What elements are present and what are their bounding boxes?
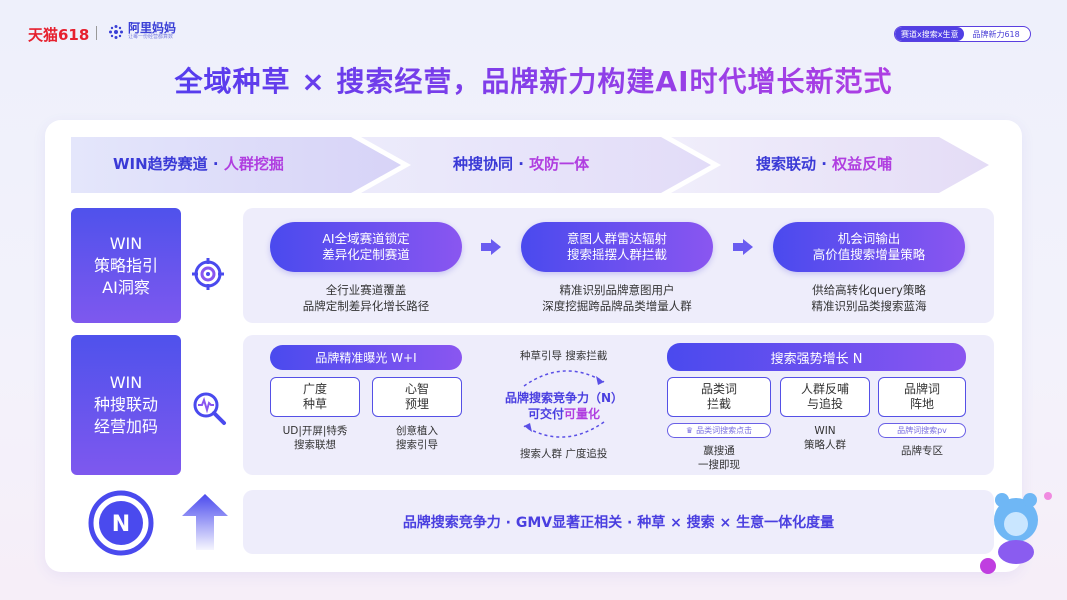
stage-chevrons: [71, 137, 989, 193]
category-word-sub: 赢搜通一搜即现: [698, 445, 740, 471]
breadth-seeding-box: 广度种草: [270, 377, 360, 417]
arrow-right-icon: [733, 239, 753, 255]
top-bar: 天猫618 阿里妈妈 让每一份经营都算数 赛道x搜索x生意 品牌新力618: [0, 0, 1067, 60]
crown-icon: ♛: [685, 426, 694, 435]
alimama-logo: 阿里妈妈 让每一份经营都算数: [108, 22, 176, 41]
tmall-618-logo: 天猫618: [28, 26, 90, 44]
crowd-feedback-box: 人群反哺与追投: [780, 377, 870, 417]
search-pulse-icon: [193, 392, 226, 425]
alimama-name: 阿里妈妈: [128, 21, 177, 35]
stage-3-prefix: 搜索联动 ·: [756, 155, 833, 173]
breadth-seeding-sub: UD|开屏|特秀搜索联想: [282, 425, 348, 451]
stage-2-prefix: 种搜协同 ·: [453, 155, 530, 173]
step-2-desc: 精准识别品牌意图用户深度挖掘跨品牌品类增量人群: [542, 283, 692, 313]
center-bottom-label: 搜索人群 广度追投: [520, 448, 608, 460]
step-2-pill: 意图人群雷达辐射搜索摇摆人群拦截: [521, 222, 713, 272]
alimama-slogan: 让每一份经营都算数: [128, 34, 174, 40]
center-main-label: 品牌搜索竞争力（N）: [504, 391, 624, 405]
n-badge: N: [88, 490, 154, 556]
target-icon: [192, 258, 224, 290]
step-3-desc: 供给高转化query策略精准识别品类搜索蓝海: [811, 283, 927, 313]
growth-arrow-icon: [182, 494, 228, 550]
alimama-mark-icon: [109, 24, 123, 39]
stage-1-highlight: 人群挖掘: [223, 155, 284, 173]
search-growth-header: 搜索强势增长 N: [667, 343, 966, 371]
step-3-pill: 机会词输出高价值搜索增量策略: [773, 222, 965, 272]
mascot-icon: [980, 492, 1052, 574]
header-tags: 赛道x搜索x生意 品牌新力618: [894, 26, 1031, 42]
stage-chevron-3: [671, 137, 989, 193]
exposure-header: 品牌精准曝光 W+I: [270, 345, 462, 370]
bottom-summary: 品牌搜索竞争力 · GMV显著正相关 · 种草 × 搜索 × 生意一体化度量: [243, 490, 994, 554]
tag-track-search-business: 赛道x搜索x生意: [895, 27, 965, 41]
center-top-label: 种草引导 搜索拦截: [520, 350, 608, 362]
step-1-pill: AI全域赛道锁定差异化定制赛道: [270, 222, 462, 272]
center-main2-label: 可交付可量化: [527, 407, 601, 421]
mind-preset-box: 心智预埋: [372, 377, 462, 417]
stage-1-prefix: WIN趋势赛道 ·: [113, 155, 224, 173]
tag-brand-618: 品牌新力618: [972, 29, 1020, 39]
n-badge-letter: N: [112, 512, 130, 537]
stage-2-highlight: 攻防一体: [529, 155, 590, 173]
arrow-right-icon: [481, 239, 501, 255]
brand-word-box: 品牌词阵地: [878, 377, 966, 417]
cycle-arrows-icon: [523, 370, 605, 438]
logo-divider: [96, 26, 97, 40]
stage-chevron-2: [361, 137, 711, 193]
step-1-desc: 全行业赛道覆盖品牌定制差异化增长路径: [302, 283, 430, 313]
brand-word-sub: 品牌专区: [901, 445, 943, 457]
page-title: 全域种草 × 搜索经营，品牌新力构建AI时代增长新范式: [0, 60, 1067, 100]
stage-chevron-1: [71, 137, 401, 193]
category-click-tag: ♛品类词搜索点击: [667, 423, 771, 438]
mind-preset-sub: 创意植入搜索引导: [396, 425, 438, 451]
brand-pv-tag: 品牌词搜索pv: [878, 423, 966, 438]
stage-3-highlight: 权益反哺: [832, 155, 893, 173]
category-word-box: 品类词拦截: [667, 377, 771, 417]
